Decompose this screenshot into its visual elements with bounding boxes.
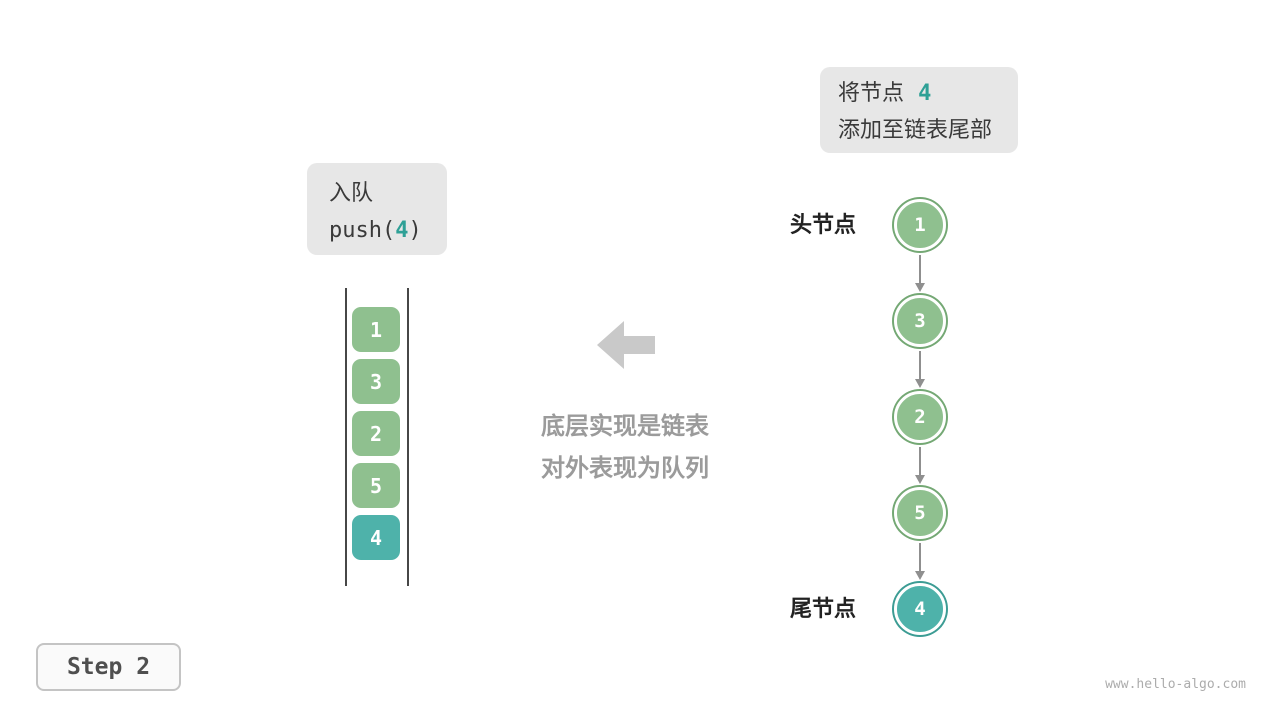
list-node-value: 3 — [914, 310, 926, 332]
step-label: Step 2 — [66, 654, 151, 680]
code-suffix: ) — [408, 218, 422, 243]
head-node-label: 头节点 — [790, 212, 857, 237]
code-prefix: push( — [329, 218, 396, 243]
center-note: 底层实现是链表 对外表现为队列 — [495, 406, 755, 490]
arrow-down-icon — [914, 351, 925, 388]
annotation-add-node-box: 将节点 4 添加至链表尾部 — [820, 67, 1018, 153]
arrow-down-icon — [914, 447, 925, 484]
center-note-line-2: 对外表现为队列 — [541, 455, 709, 482]
operation-box: 入队 push(4) — [307, 163, 447, 255]
arrow-down-icon — [914, 543, 925, 580]
queue-item: 1 — [352, 307, 400, 352]
queue-item-value: 2 — [369, 421, 383, 446]
queue-item-value: 4 — [369, 525, 383, 550]
annotation-node-value: 4 — [918, 81, 932, 106]
tail-node-label: 尾节点 — [790, 596, 857, 621]
list-node-value: 2 — [914, 406, 926, 428]
step-badge: Step 2 — [36, 643, 181, 691]
list-node: 1 — [894, 199, 946, 251]
code-value: 4 — [395, 218, 409, 243]
operation-title: 入队 — [329, 180, 374, 205]
annotation-line-1: 将节点 4 — [838, 75, 1018, 112]
arrow-left-icon — [597, 321, 655, 374]
list-node: 3 — [894, 295, 946, 347]
queue-rail-left — [345, 288, 347, 586]
annotation-line1-text: 将节点 — [838, 80, 905, 105]
queue-item-value: 1 — [369, 317, 383, 342]
list-node-value: 5 — [914, 502, 926, 524]
queue-rail-right — [407, 288, 409, 586]
queue-item-value: 5 — [369, 473, 383, 498]
watermark: www.hello-algo.com — [1105, 677, 1246, 692]
arrow-down-icon — [914, 255, 925, 292]
list-node-value: 1 — [914, 214, 926, 236]
queue-item: 2 — [352, 411, 400, 456]
list-node: 4 — [894, 583, 946, 635]
list-node-value: 4 — [914, 598, 926, 620]
center-note-line-1: 底层实现是链表 — [541, 413, 709, 440]
queue-item: 5 — [352, 463, 400, 508]
queue-item: 4 — [352, 515, 400, 560]
queue-item-value: 3 — [369, 369, 383, 394]
annotation-line-2: 添加至链表尾部 — [838, 117, 993, 142]
queue-item: 3 — [352, 359, 400, 404]
operation-code: push(4) — [329, 212, 447, 250]
list-node: 5 — [894, 487, 946, 539]
list-node: 2 — [894, 391, 946, 443]
